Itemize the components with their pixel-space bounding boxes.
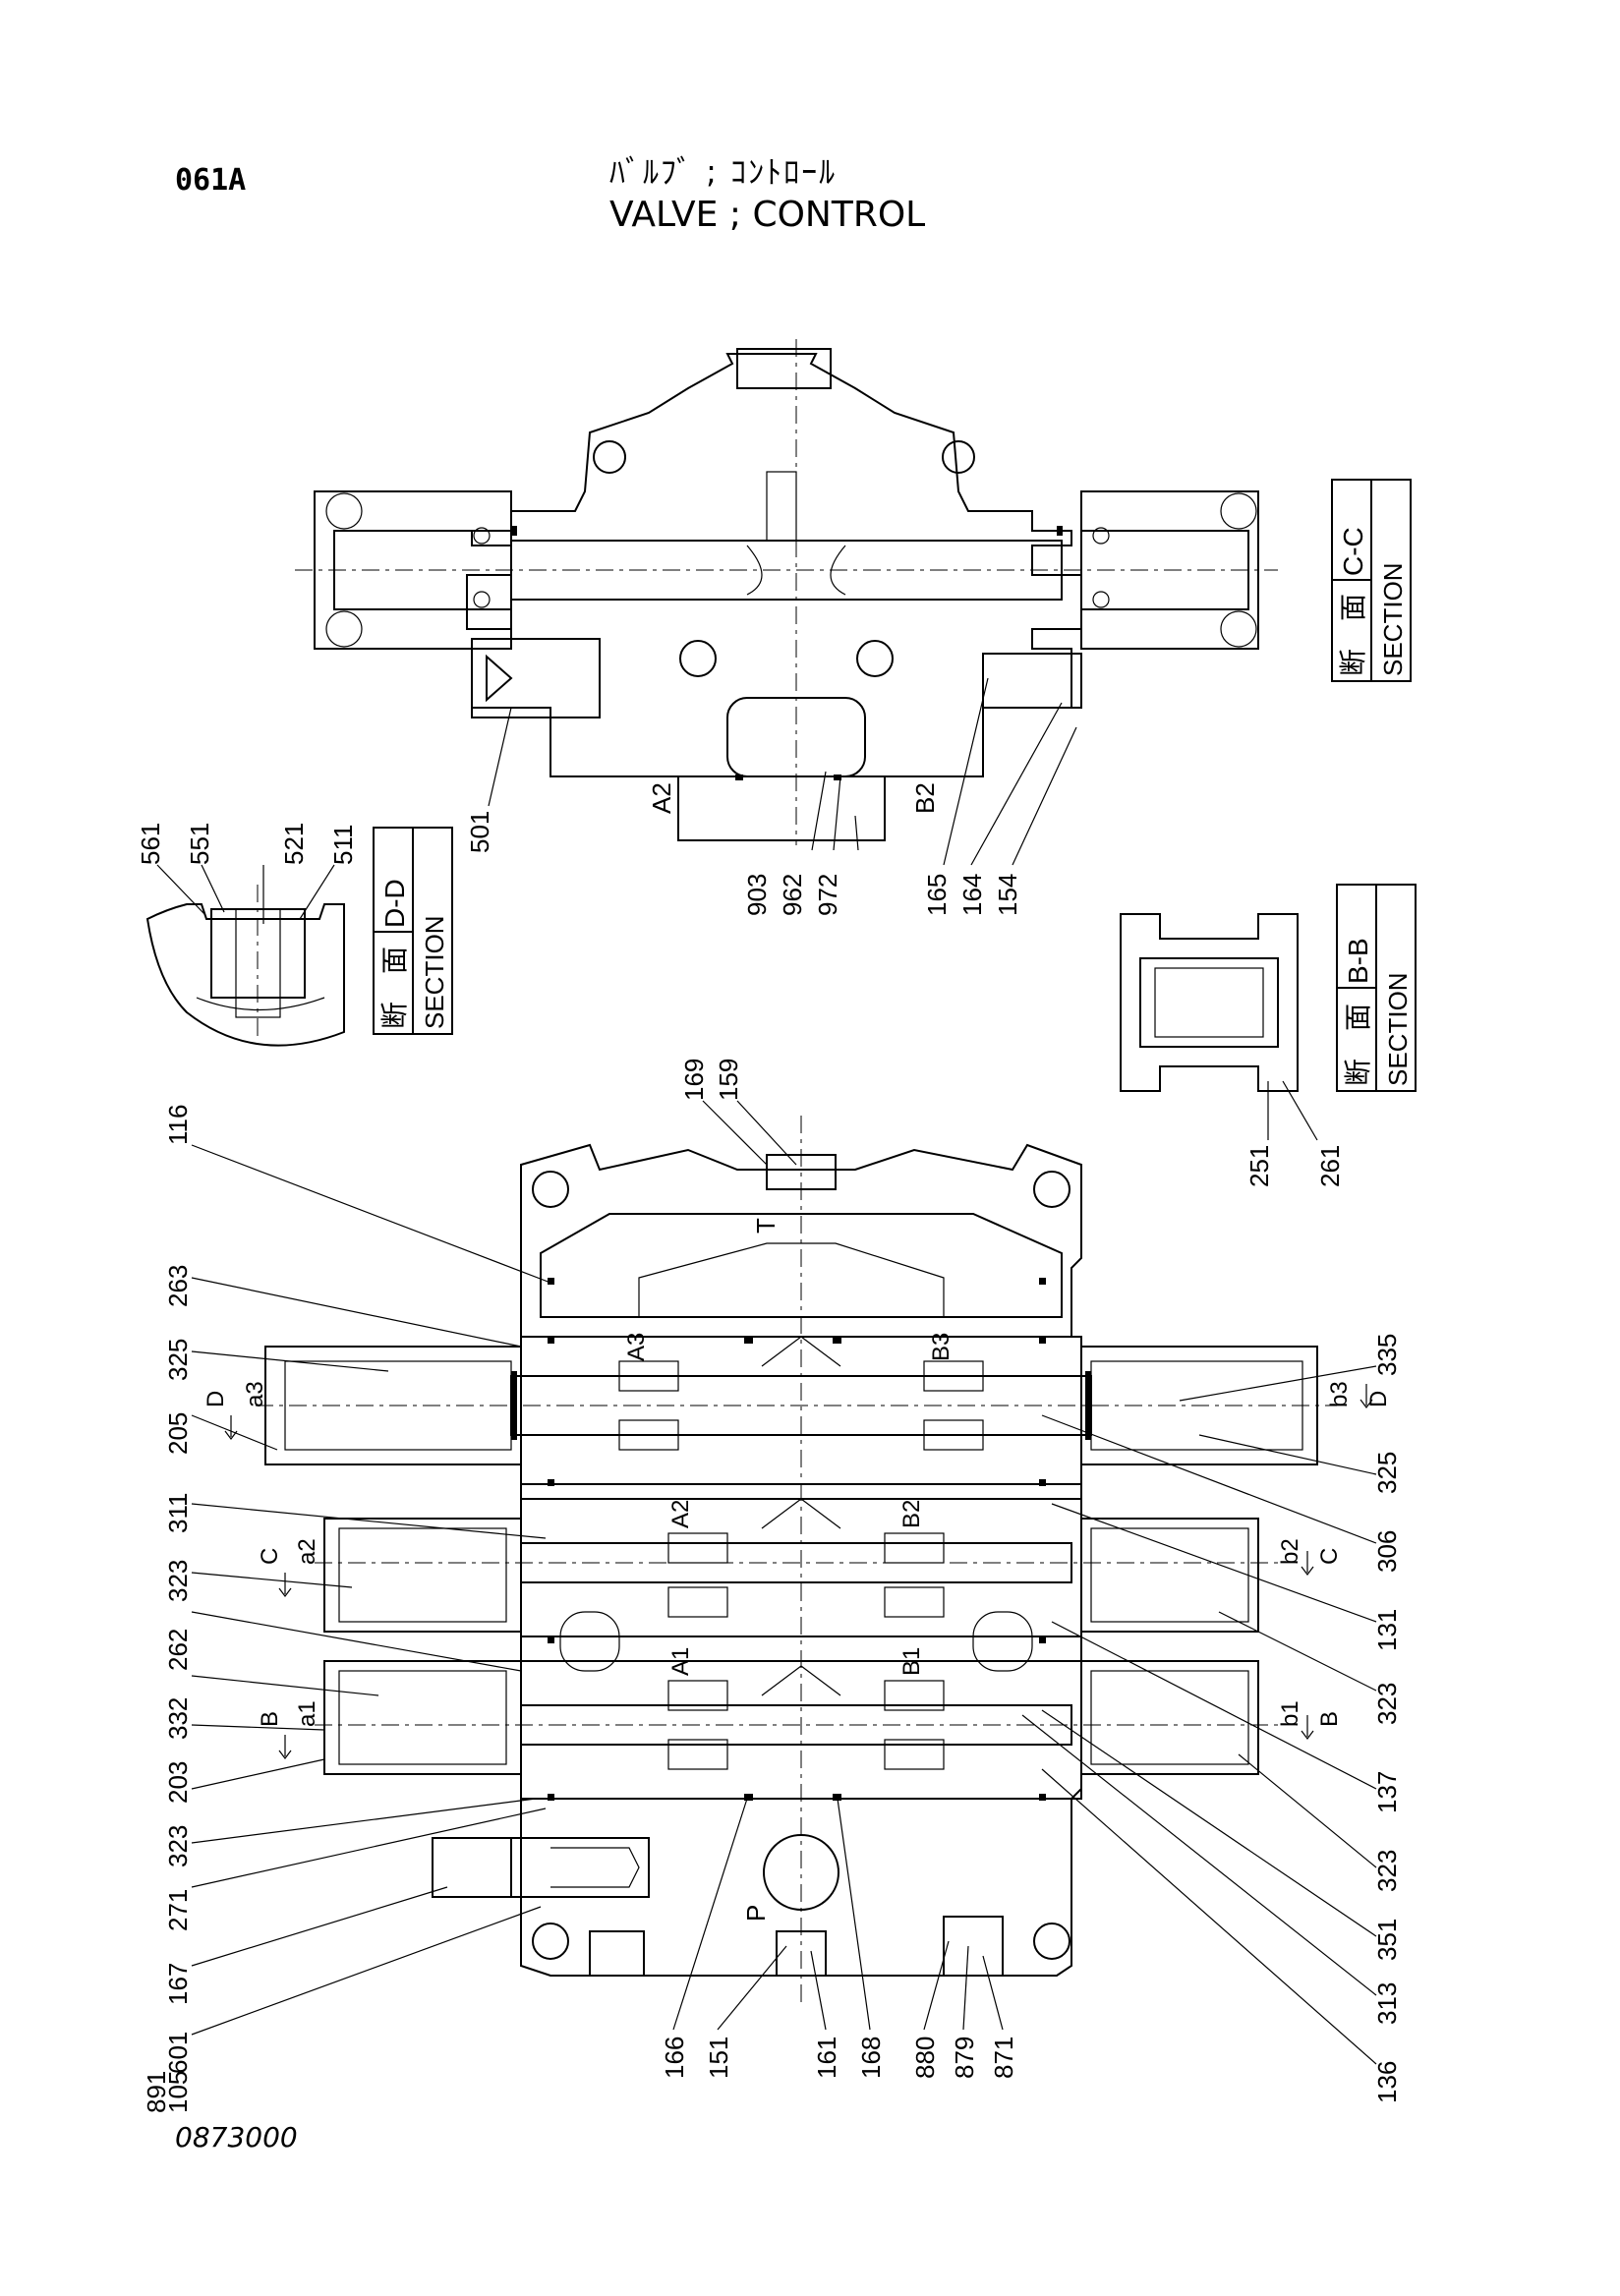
part-325-right: 325 [1372, 1452, 1402, 1494]
part-137: 137 [1372, 1771, 1402, 1813]
part-323-right-a: 323 [1372, 1683, 1402, 1725]
part-251: 251 [1244, 1145, 1274, 1187]
section-mark-b-right: B [1316, 1711, 1343, 1727]
part-332: 332 [163, 1697, 193, 1740]
part-323-left-a: 323 [163, 1560, 193, 1602]
port-p: P [741, 1905, 771, 1922]
section-cc-id: C-C [1338, 527, 1368, 576]
part-601: 601 [163, 2032, 193, 2074]
part-521: 521 [279, 823, 309, 865]
port-label-top-b2: B2 [910, 782, 940, 814]
title-japanese: ﾊﾞﾙﾌﾞ ; ｺﾝﾄﾛｰﾙ [609, 153, 838, 191]
drawing-number: 0873000 [175, 2121, 298, 2153]
section-dd-id: D-D [379, 879, 410, 928]
title-english: VALVE ; CONTROL [609, 195, 926, 235]
part-511: 511 [328, 825, 358, 865]
part-116: 116 [163, 1105, 193, 1145]
port-b1: B1 [898, 1647, 925, 1676]
part-891: 891 [142, 2071, 171, 2113]
part-167: 167 [163, 1963, 193, 2005]
port-a1: A1 [667, 1647, 694, 1676]
part-871: 871 [989, 2037, 1018, 2079]
part-335: 335 [1372, 1334, 1402, 1376]
part-903: 903 [742, 874, 772, 916]
port-t: T [751, 1218, 781, 1234]
port-a2-pilot: a2 [294, 1538, 320, 1565]
part-154: 154 [993, 874, 1022, 916]
part-325-left: 325 [163, 1339, 193, 1381]
port-a2: A2 [667, 1500, 694, 1528]
port-b3: B3 [928, 1333, 955, 1361]
part-168: 168 [856, 2037, 886, 2079]
port-a3-pilot: a3 [242, 1381, 268, 1407]
part-313: 313 [1372, 1982, 1402, 2025]
section-mark-c-left: C [257, 1548, 283, 1565]
section-dd-jp: 断 面 [379, 947, 410, 1029]
port-a1-pilot: a1 [294, 1700, 320, 1727]
part-203: 203 [163, 1761, 193, 1804]
part-161: 161 [812, 2037, 841, 2079]
part-323-left-b: 323 [163, 1825, 193, 1867]
part-351: 351 [1372, 1919, 1402, 1961]
detail-bb-view [1120, 884, 1417, 1141]
part-880: 880 [910, 2037, 940, 2079]
section-dd-en: SECTION [420, 915, 449, 1029]
part-271: 271 [163, 1889, 193, 1931]
section-cc-jp: 断 面 [1338, 594, 1368, 676]
part-306: 306 [1372, 1530, 1402, 1573]
part-166: 166 [660, 2037, 689, 2079]
part-262: 262 [163, 1629, 193, 1671]
port-a3: A3 [623, 1333, 650, 1361]
main-front-view [191, 1100, 1377, 2065]
part-561: 561 [136, 823, 165, 865]
part-151: 151 [704, 2037, 733, 2079]
section-bb-id: B-B [1343, 938, 1373, 984]
part-311: 311 [163, 1493, 193, 1533]
part-879: 879 [950, 2037, 979, 2079]
part-136: 136 [1372, 2061, 1402, 2103]
port-label-top-a2: A2 [647, 782, 676, 814]
port-b2: B2 [898, 1500, 925, 1528]
section-mark-b-left: B [257, 1711, 283, 1727]
part-169: 169 [679, 1059, 709, 1101]
section-bb-jp: 断 面 [1343, 1004, 1373, 1086]
part-164: 164 [957, 874, 987, 916]
part-962: 962 [778, 874, 807, 916]
part-323-right-b: 323 [1372, 1850, 1402, 1892]
part-551: 551 [185, 823, 214, 865]
part-131: 131 [1372, 1609, 1402, 1651]
part-261: 261 [1315, 1145, 1345, 1187]
section-mark-c-right: C [1316, 1548, 1343, 1565]
section-bb-en: SECTION [1383, 972, 1413, 1086]
catalog-code: 061A [175, 163, 247, 198]
section-cc-label [1331, 479, 1412, 682]
section-mark-d-right: D [1365, 1391, 1392, 1407]
part-165: 165 [922, 874, 952, 916]
port-b3-pilot: b3 [1326, 1381, 1353, 1407]
part-501: 501 [465, 811, 494, 853]
part-972: 972 [813, 874, 842, 916]
part-263: 263 [163, 1265, 193, 1307]
detail-dd-view [145, 827, 453, 1047]
part-105: 105 [163, 2071, 193, 2113]
section-cc-en: SECTION [1378, 562, 1408, 676]
top-section-view [295, 339, 1278, 866]
part-205: 205 [163, 1412, 193, 1455]
port-b2-pilot: b2 [1277, 1538, 1303, 1565]
port-b1-pilot: b1 [1277, 1700, 1303, 1727]
part-159: 159 [714, 1059, 743, 1101]
section-mark-d-left: D [202, 1391, 229, 1407]
